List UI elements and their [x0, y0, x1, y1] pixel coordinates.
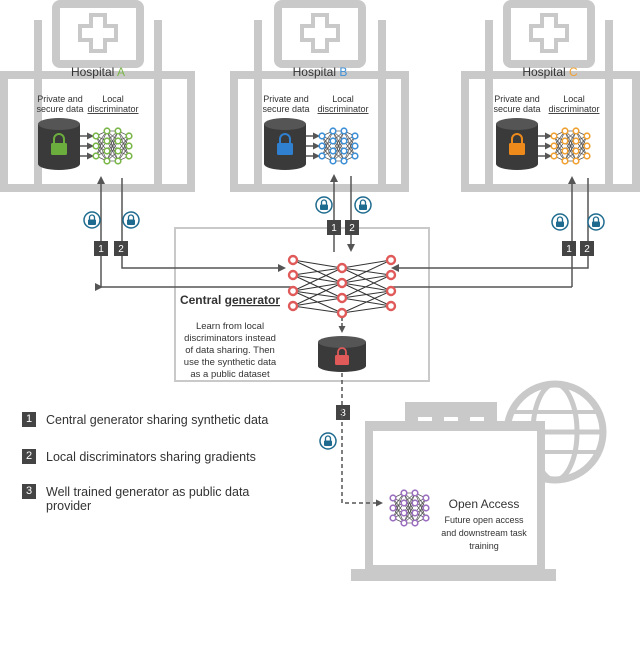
central-generator-network-icon	[287, 254, 397, 319]
central-desc-line-4: use the synthetic data	[184, 357, 277, 368]
lock-b1-icon	[315, 196, 333, 214]
hospital-b-building	[230, 0, 409, 192]
hospital-c-disc-label-2: discriminator	[548, 104, 599, 114]
legend-badge-1: 1	[22, 412, 36, 427]
legend-item-2: 2 Local discriminators sharing gradients	[22, 449, 276, 464]
lock-open-access-icon	[319, 432, 337, 450]
badge-a1: 1	[98, 244, 104, 255]
hospital-b-title: Hospital B	[293, 65, 348, 79]
hospital-b-disc-label-2: discriminator	[317, 104, 368, 114]
legend-item-3: 3 Well trained generator as public data …	[22, 484, 261, 513]
open-access-network-icon	[389, 489, 430, 527]
legend-item-1: 1 Central generator sharing synthetic da…	[22, 412, 276, 427]
hospital-cross-icon	[78, 13, 118, 53]
hospital-c-data-label: Private and	[494, 94, 540, 104]
hospital-b-data-label: Private and	[263, 94, 309, 104]
central-generator-title: Central generator	[180, 293, 280, 307]
hospital-cross-icon	[529, 13, 569, 53]
hospital-a-discriminator-network-icon	[92, 127, 133, 165]
open-access-desc-line-2: and downstream task	[441, 528, 527, 538]
badge-a2: 2	[118, 244, 124, 255]
lock-c2-icon	[587, 213, 605, 231]
badge-c2: 2	[584, 244, 590, 255]
central-generator-box	[174, 227, 430, 382]
central-desc-line-5: as a public dataset	[190, 369, 270, 380]
padlock-icon	[277, 143, 293, 155]
open-access-building	[351, 380, 607, 581]
hospital-b-data-label-2: secure data	[262, 104, 309, 114]
legend-text-2: Local discriminators sharing gradients	[46, 450, 256, 464]
legend-text-3: Well trained generator as public data pr…	[46, 485, 250, 513]
padlock-icon	[51, 143, 67, 155]
hospital-c-discriminator-network-icon	[550, 127, 591, 165]
hospital-a-disc-label: Local	[102, 94, 124, 104]
legend-text-1: Central generator sharing synthetic data	[46, 413, 269, 427]
hospital-a-database-icon	[38, 118, 80, 170]
lock-b2-icon	[354, 196, 372, 214]
central-desc-line-2: discriminators instead	[184, 333, 276, 344]
padlock-icon	[509, 143, 525, 155]
hospital-cross-icon	[300, 13, 340, 53]
padlock-icon	[335, 355, 349, 365]
open-access-desc-line-1: Future open access	[444, 515, 524, 525]
hospital-b-discriminator-network-icon	[318, 127, 359, 165]
central-desc-line-1: Learn from local	[196, 321, 264, 332]
hospital-c-title: Hospital C	[522, 65, 578, 79]
hospital-a-building	[0, 0, 195, 192]
hospital-c-database-icon	[496, 118, 538, 170]
badge-b2: 2	[349, 223, 355, 234]
central-desc-line-3: of data sharing. Then	[185, 345, 275, 356]
hospital-a-data-label: Private and	[37, 94, 83, 104]
hospital-c-disc-label: Local	[563, 94, 585, 104]
hospital-a-data-label-2: secure data	[36, 104, 83, 114]
hospital-b-disc-label: Local	[332, 94, 354, 104]
lock-a2-icon	[122, 211, 140, 229]
lock-c1-icon	[551, 213, 569, 231]
hospital-b-database-icon	[264, 118, 306, 170]
badge-b1: 1	[331, 223, 337, 234]
lock-a1-icon	[83, 211, 101, 229]
badge-c1: 1	[566, 244, 572, 255]
hospital-a-title: Hospital A	[71, 65, 125, 79]
open-access-title: Open Access	[449, 497, 520, 511]
hospital-c-building	[461, 0, 640, 192]
central-database-icon	[318, 336, 366, 372]
hospital-c-data-label-2: secure data	[493, 104, 540, 114]
legend-badge-3: 3	[22, 484, 36, 499]
legend-badge-2: 2	[22, 449, 36, 464]
hospital-a-disc-label-2: discriminator	[87, 104, 138, 114]
badge-3: 3	[340, 408, 346, 419]
open-access-desc-line-3: training	[469, 541, 499, 551]
